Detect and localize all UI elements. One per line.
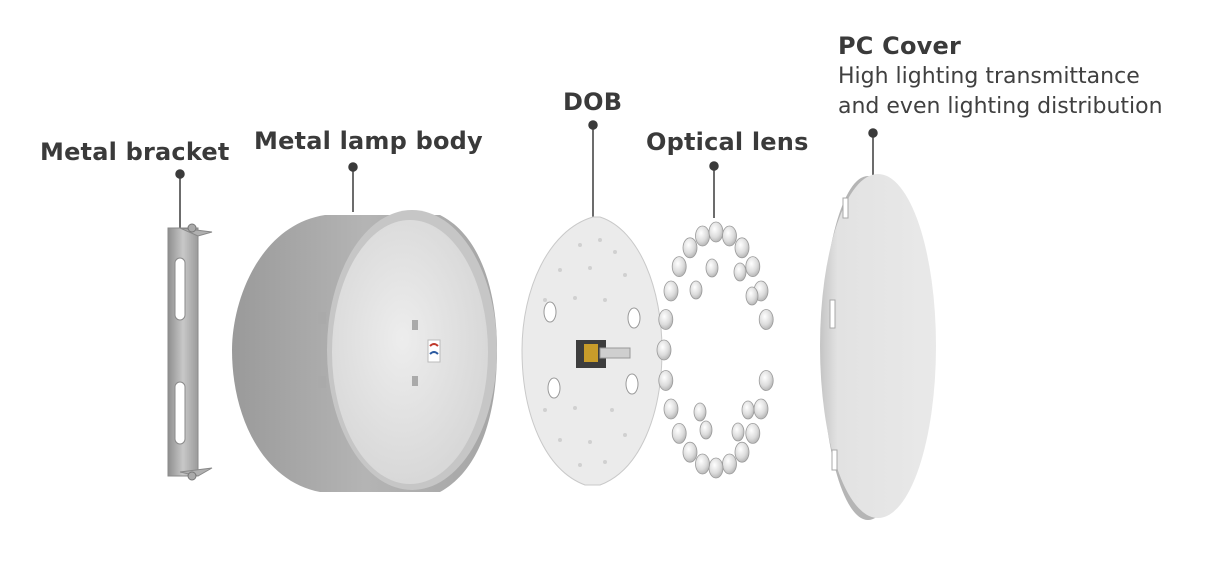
lens-element (745, 286, 759, 306)
metal-lamp-body-part (232, 210, 497, 492)
lens-element (695, 225, 710, 247)
pc-cover-description-line1: High lighting transmittance (838, 64, 1140, 89)
dob-label: DOB (563, 88, 623, 116)
optical-lens-part (656, 221, 774, 479)
lens-element (731, 422, 745, 442)
lens-element (722, 225, 737, 247)
lens-element (733, 262, 747, 282)
lens-element (734, 441, 750, 463)
optical-lens-label: Optical lens (646, 128, 809, 156)
lens-element (658, 370, 674, 391)
lens-element (695, 453, 710, 475)
lens-element (699, 420, 713, 440)
lens-element (689, 280, 703, 300)
lens-element (745, 422, 761, 444)
metal-bracket-label: Metal bracket (40, 138, 230, 166)
lens-element (734, 237, 750, 259)
lens-element (741, 400, 755, 420)
pc-cover-description-line2: and even lighting distribution (838, 94, 1163, 119)
lens-element (663, 280, 679, 302)
lens-element (708, 457, 724, 479)
lens-element (705, 258, 719, 278)
lens-element (693, 402, 707, 422)
lens-element (745, 256, 761, 278)
lens-element (753, 398, 769, 420)
metal-lamp-body-label: Metal lamp body (254, 127, 483, 155)
metal-bracket-part (167, 223, 213, 481)
lens-element (682, 237, 698, 259)
lens-element (671, 256, 687, 278)
leader-lines (175, 120, 878, 228)
lens-element (758, 370, 774, 391)
lens-element (656, 339, 672, 361)
lens-element (758, 309, 774, 330)
lens-element (682, 441, 698, 463)
pc-cover-label: PC Cover (838, 32, 962, 60)
dob-board-part (521, 216, 663, 486)
lens-element (708, 221, 724, 243)
lens-element (663, 398, 679, 420)
pc-cover-part (820, 174, 936, 520)
lens-element (658, 309, 674, 330)
lens-element (671, 422, 687, 444)
lens-element (722, 453, 737, 475)
